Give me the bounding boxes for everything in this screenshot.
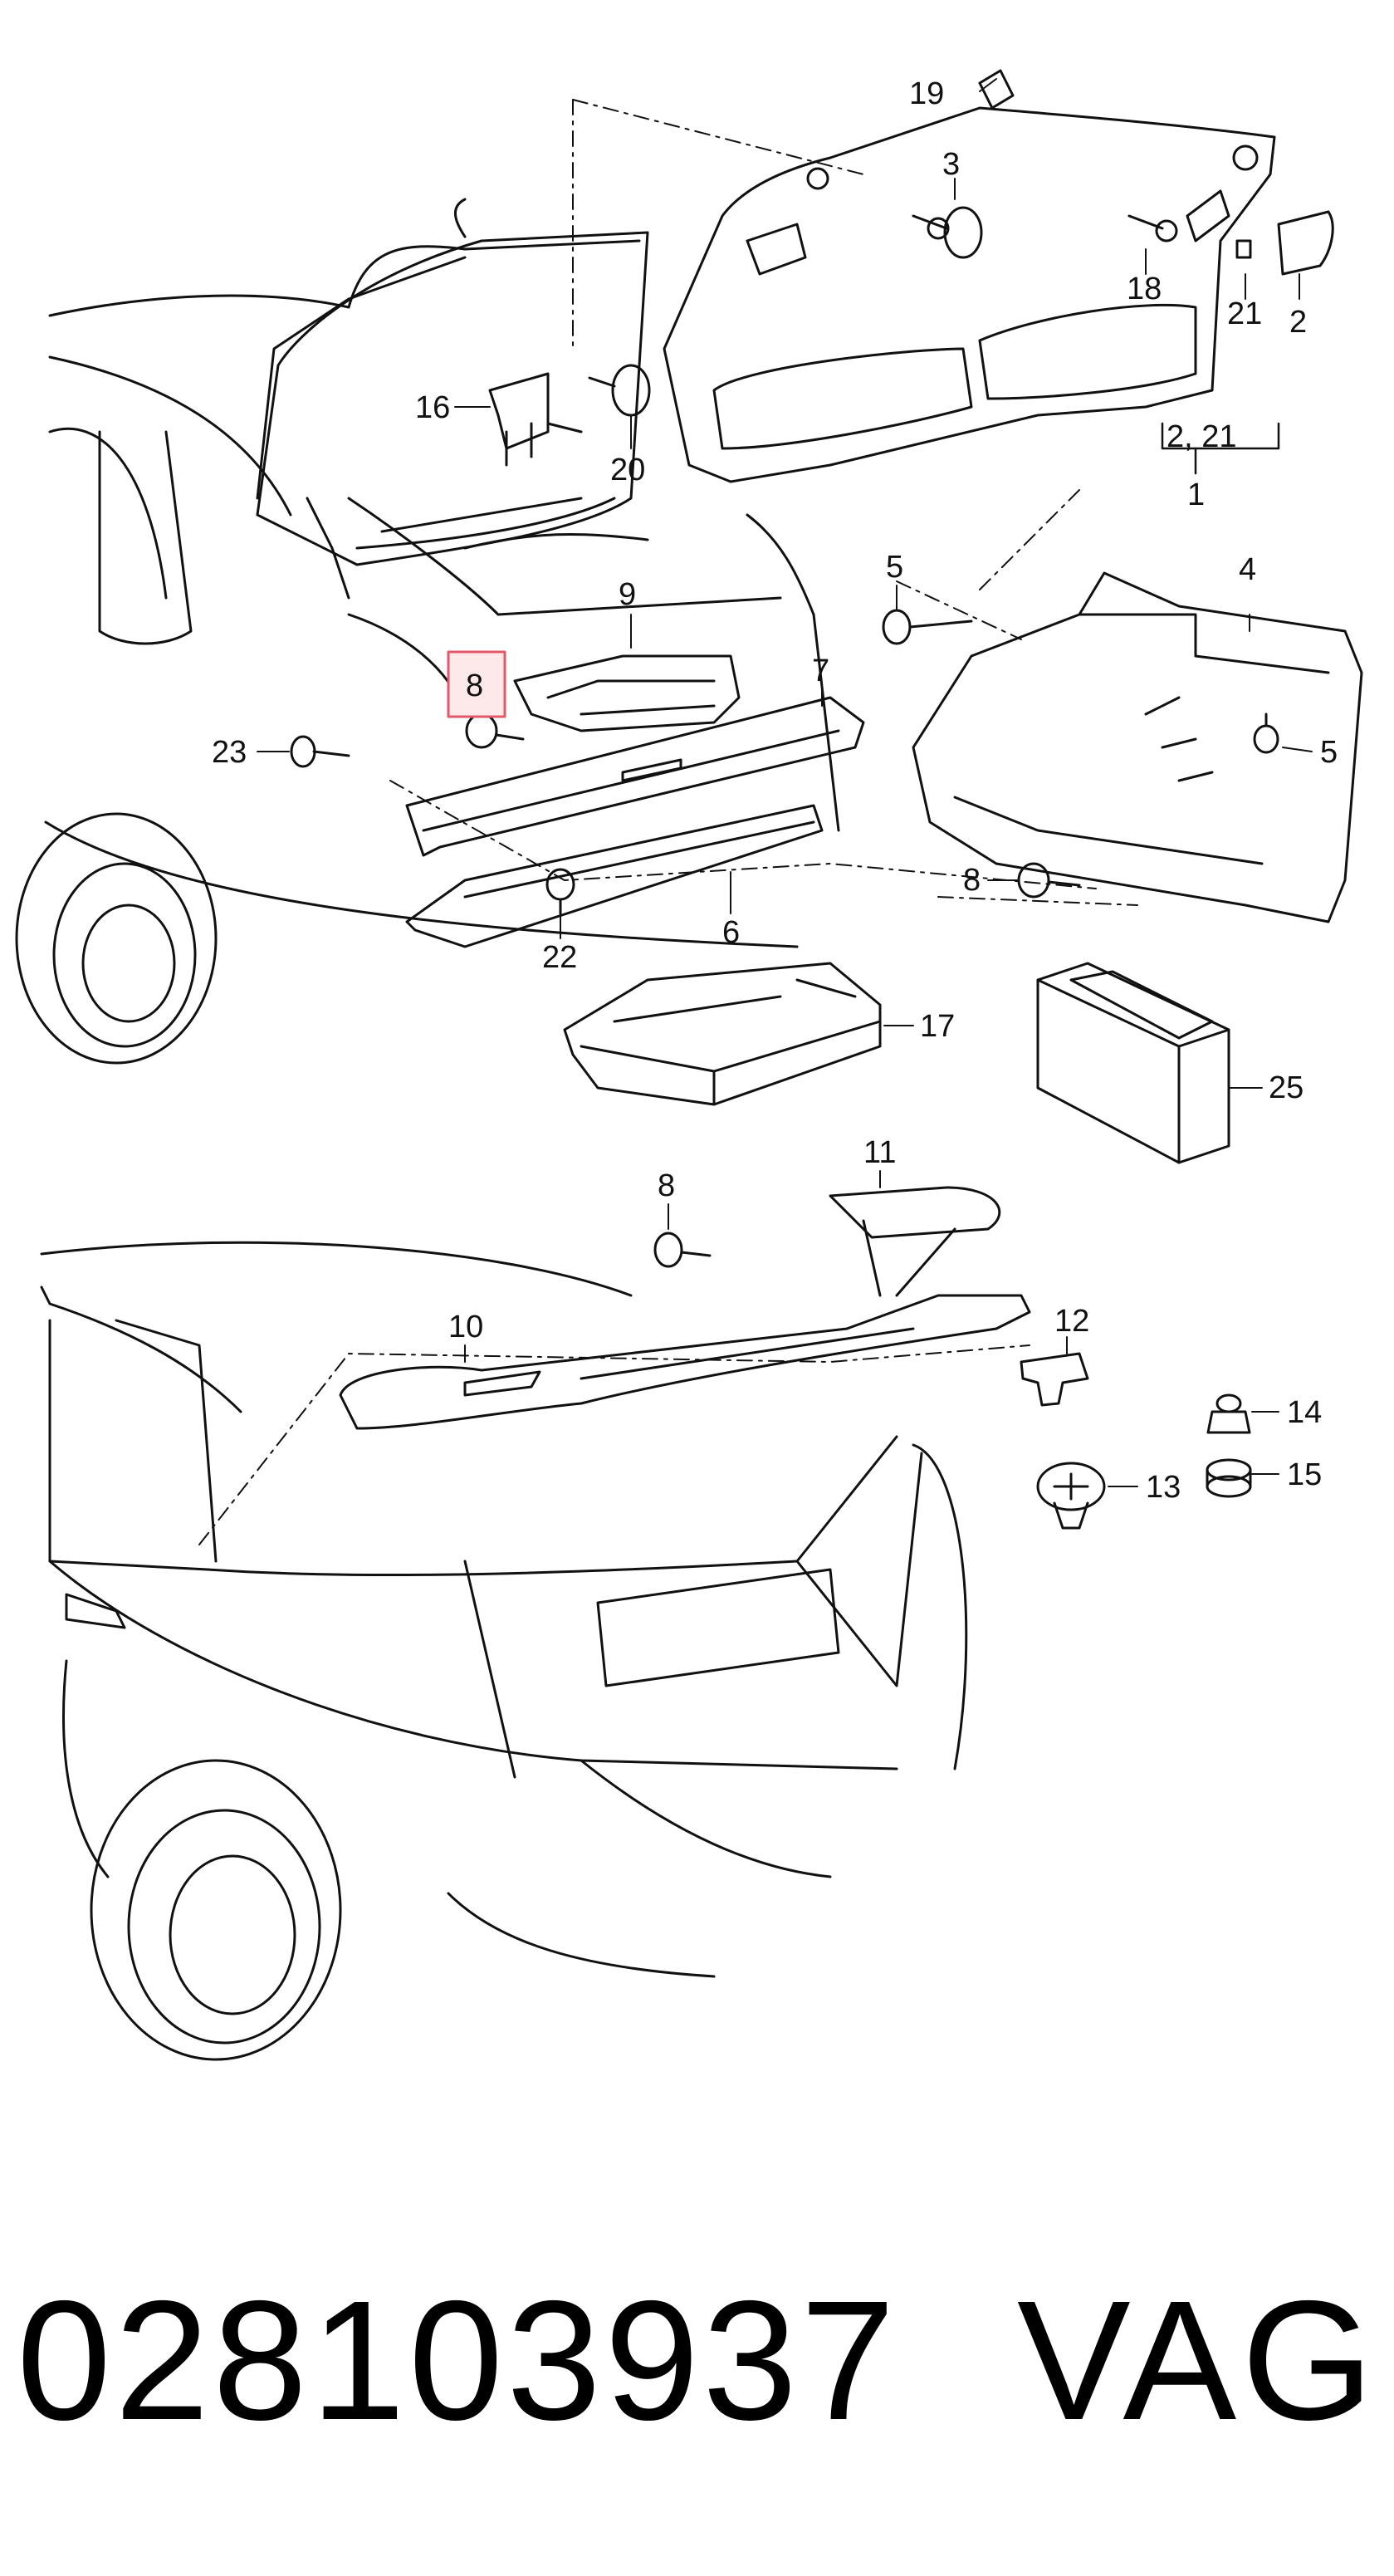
panel-6 — [405, 804, 824, 948]
clip-8-right — [1017, 862, 1081, 899]
push-rivet-3 — [912, 206, 983, 259]
label-8-highlighted: 8 — [466, 668, 483, 703]
nut-15 — [1206, 1458, 1252, 1498]
label-3: 3 — [942, 147, 960, 182]
label-8-lower: 8 — [658, 1168, 675, 1203]
exploded-parts-diagram: 19 3 18 21 2 2, 21 1 16 20 5 4 5 9 8 7 2… — [15, 69, 1363, 2061]
label-1: 1 — [1187, 477, 1205, 512]
clip-12 — [1020, 1352, 1089, 1407]
label-7: 7 — [812, 654, 829, 688]
upper-car-body — [44, 239, 840, 948]
label-22: 22 — [542, 940, 577, 975]
latch-16 — [488, 372, 583, 467]
upper-rear-wheel — [15, 812, 218, 1065]
label-4: 4 — [1239, 552, 1256, 587]
lower-car-body — [40, 1241, 968, 1978]
label-5-right: 5 — [1320, 735, 1338, 770]
clip-8-lower — [653, 1232, 712, 1268]
trunk-lid-trim-panel — [663, 106, 1276, 483]
clip-19 — [978, 69, 1015, 110]
rivet-22 — [545, 868, 575, 915]
assembly-bracket — [1161, 422, 1280, 475]
rear-spoiler-10 — [339, 1294, 1031, 1430]
label-23: 23 — [212, 735, 247, 770]
label-2-21: 2, 21 — [1167, 419, 1237, 454]
trim-panel-cover — [1277, 210, 1334, 276]
label-9: 9 — [619, 577, 636, 612]
part-labels: 19 3 18 21 2 2, 21 1 16 20 5 4 5 9 8 7 2… — [212, 76, 1338, 1505]
brand-name: VAG — [1017, 2265, 1379, 2456]
label-5-left: 5 — [886, 550, 903, 585]
label-21-top: 21 — [1227, 296, 1262, 331]
label-2-top: 2 — [1289, 305, 1307, 340]
rivet-20 — [588, 364, 651, 417]
foam-block-25 — [1036, 962, 1230, 1164]
label-13: 13 — [1146, 1470, 1181, 1505]
trunk-side-liner-4 — [912, 571, 1363, 923]
label-12: 12 — [1054, 1304, 1089, 1339]
part-info-footer: 028103937 VAG — [0, 2242, 1394, 2491]
screw-18 — [1127, 214, 1178, 242]
label-14: 14 — [1287, 1395, 1322, 1430]
screw-23 — [290, 735, 350, 768]
label-leaders — [257, 78, 1313, 1487]
label-16: 16 — [415, 390, 450, 425]
spoiler-cover-11 — [829, 1186, 1001, 1297]
clip-13 — [1036, 1462, 1106, 1530]
label-6: 6 — [722, 915, 740, 950]
part-number: 028103937 — [17, 2265, 899, 2456]
label-19: 19 — [909, 76, 944, 111]
label-17: 17 — [920, 1009, 955, 1044]
label-25: 25 — [1269, 1070, 1304, 1105]
label-11: 11 — [863, 1135, 896, 1170]
lower-rear-wheel — [90, 1759, 342, 2061]
label-8-right: 8 — [963, 863, 981, 898]
highlight-box — [447, 650, 506, 718]
label-18: 18 — [1127, 272, 1162, 306]
storage-tray-17 — [563, 962, 882, 1106]
label-20: 20 — [610, 453, 645, 487]
trunk-lid-frame — [256, 198, 649, 600]
tray-9 — [513, 654, 741, 732]
clip-8-upper — [465, 713, 525, 749]
clip-5-right — [1253, 713, 1279, 754]
nut-14 — [1206, 1393, 1251, 1434]
label-10: 10 — [448, 1310, 483, 1344]
sill-trim-7 — [405, 696, 865, 857]
label-15: 15 — [1287, 1457, 1322, 1492]
clip-21 — [1235, 239, 1252, 259]
clip-5-left — [882, 609, 973, 645]
